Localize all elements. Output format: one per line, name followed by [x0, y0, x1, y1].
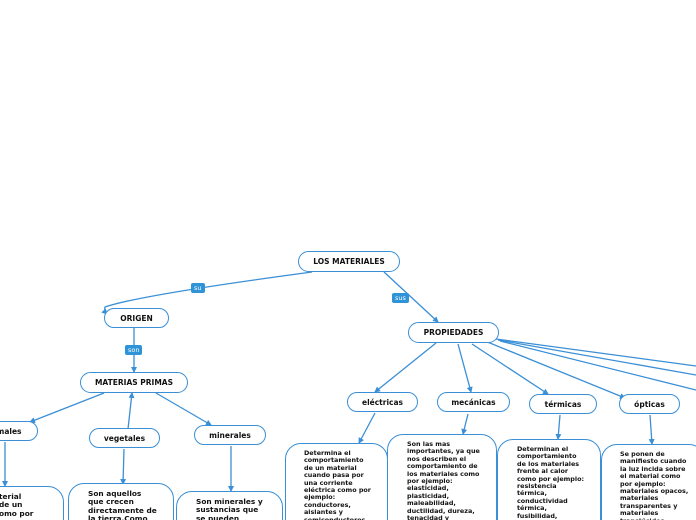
- node-los-materiales[interactable]: LOS MATERIALES: [298, 251, 400, 272]
- link-electricas-card: [358, 412, 376, 444]
- link-prop-opticas: [484, 340, 626, 399]
- link-prop-electricas: [374, 342, 437, 393]
- node-minerales[interactable]: minerales: [194, 425, 266, 445]
- node-termicas[interactable]: térmicas: [529, 394, 597, 414]
- link-prop-termicas: [471, 343, 549, 395]
- card-electricas[interactable]: Determina el comportamiento de un materi…: [285, 443, 388, 520]
- link-vegetales-card: [120, 448, 127, 485]
- link-prop-offscreen-3: [499, 340, 696, 391]
- link-opticas-card: [648, 414, 655, 445]
- tag-sus: sus: [392, 293, 409, 303]
- link-materias-minerales: [155, 392, 212, 426]
- node-vegetales[interactable]: vegetales: [89, 428, 160, 448]
- node-propiedades[interactable]: PROPIEDADES: [408, 322, 499, 343]
- link-termicas-card: [555, 414, 562, 440]
- card-animales[interactable]: terial de un omo por: [0, 486, 64, 520]
- card-opticas[interactable]: Se ponen de manifiesto cuando la luz inc…: [601, 444, 696, 520]
- node-animales[interactable]: males: [0, 421, 38, 441]
- link-materias-animales: [29, 392, 105, 423]
- node-opticas[interactable]: ópticas: [619, 394, 680, 414]
- link-mecanicas-card: [461, 413, 469, 435]
- link-prop-offscreen-1: [495, 338, 696, 367]
- node-materias-primas[interactable]: MATERIAS PRIMAS: [80, 372, 188, 393]
- tag-son: son: [125, 345, 143, 355]
- card-vegetales[interactable]: Son aquellos que crecen directamente de …: [68, 483, 174, 520]
- card-mecanicas[interactable]: Son las mas importantes, ya que nos desc…: [387, 434, 497, 520]
- link-materias-vegetales: [127, 392, 135, 430]
- link-root-propiedades: [383, 271, 439, 323]
- tag-su: su: [191, 283, 205, 293]
- card-minerales[interactable]: Son minerales y sustancias que se pueden: [176, 491, 283, 520]
- node-origen[interactable]: ORIGEN: [104, 308, 169, 328]
- card-termicas[interactable]: Determinan el comportamiento de los mate…: [497, 439, 601, 520]
- node-electricas[interactable]: eléctricas: [347, 392, 418, 412]
- node-mecanicas[interactable]: mecánicas: [437, 392, 510, 412]
- link-prop-mecanicas: [457, 343, 473, 393]
- link-prop-offscreen-2: [497, 339, 696, 376]
